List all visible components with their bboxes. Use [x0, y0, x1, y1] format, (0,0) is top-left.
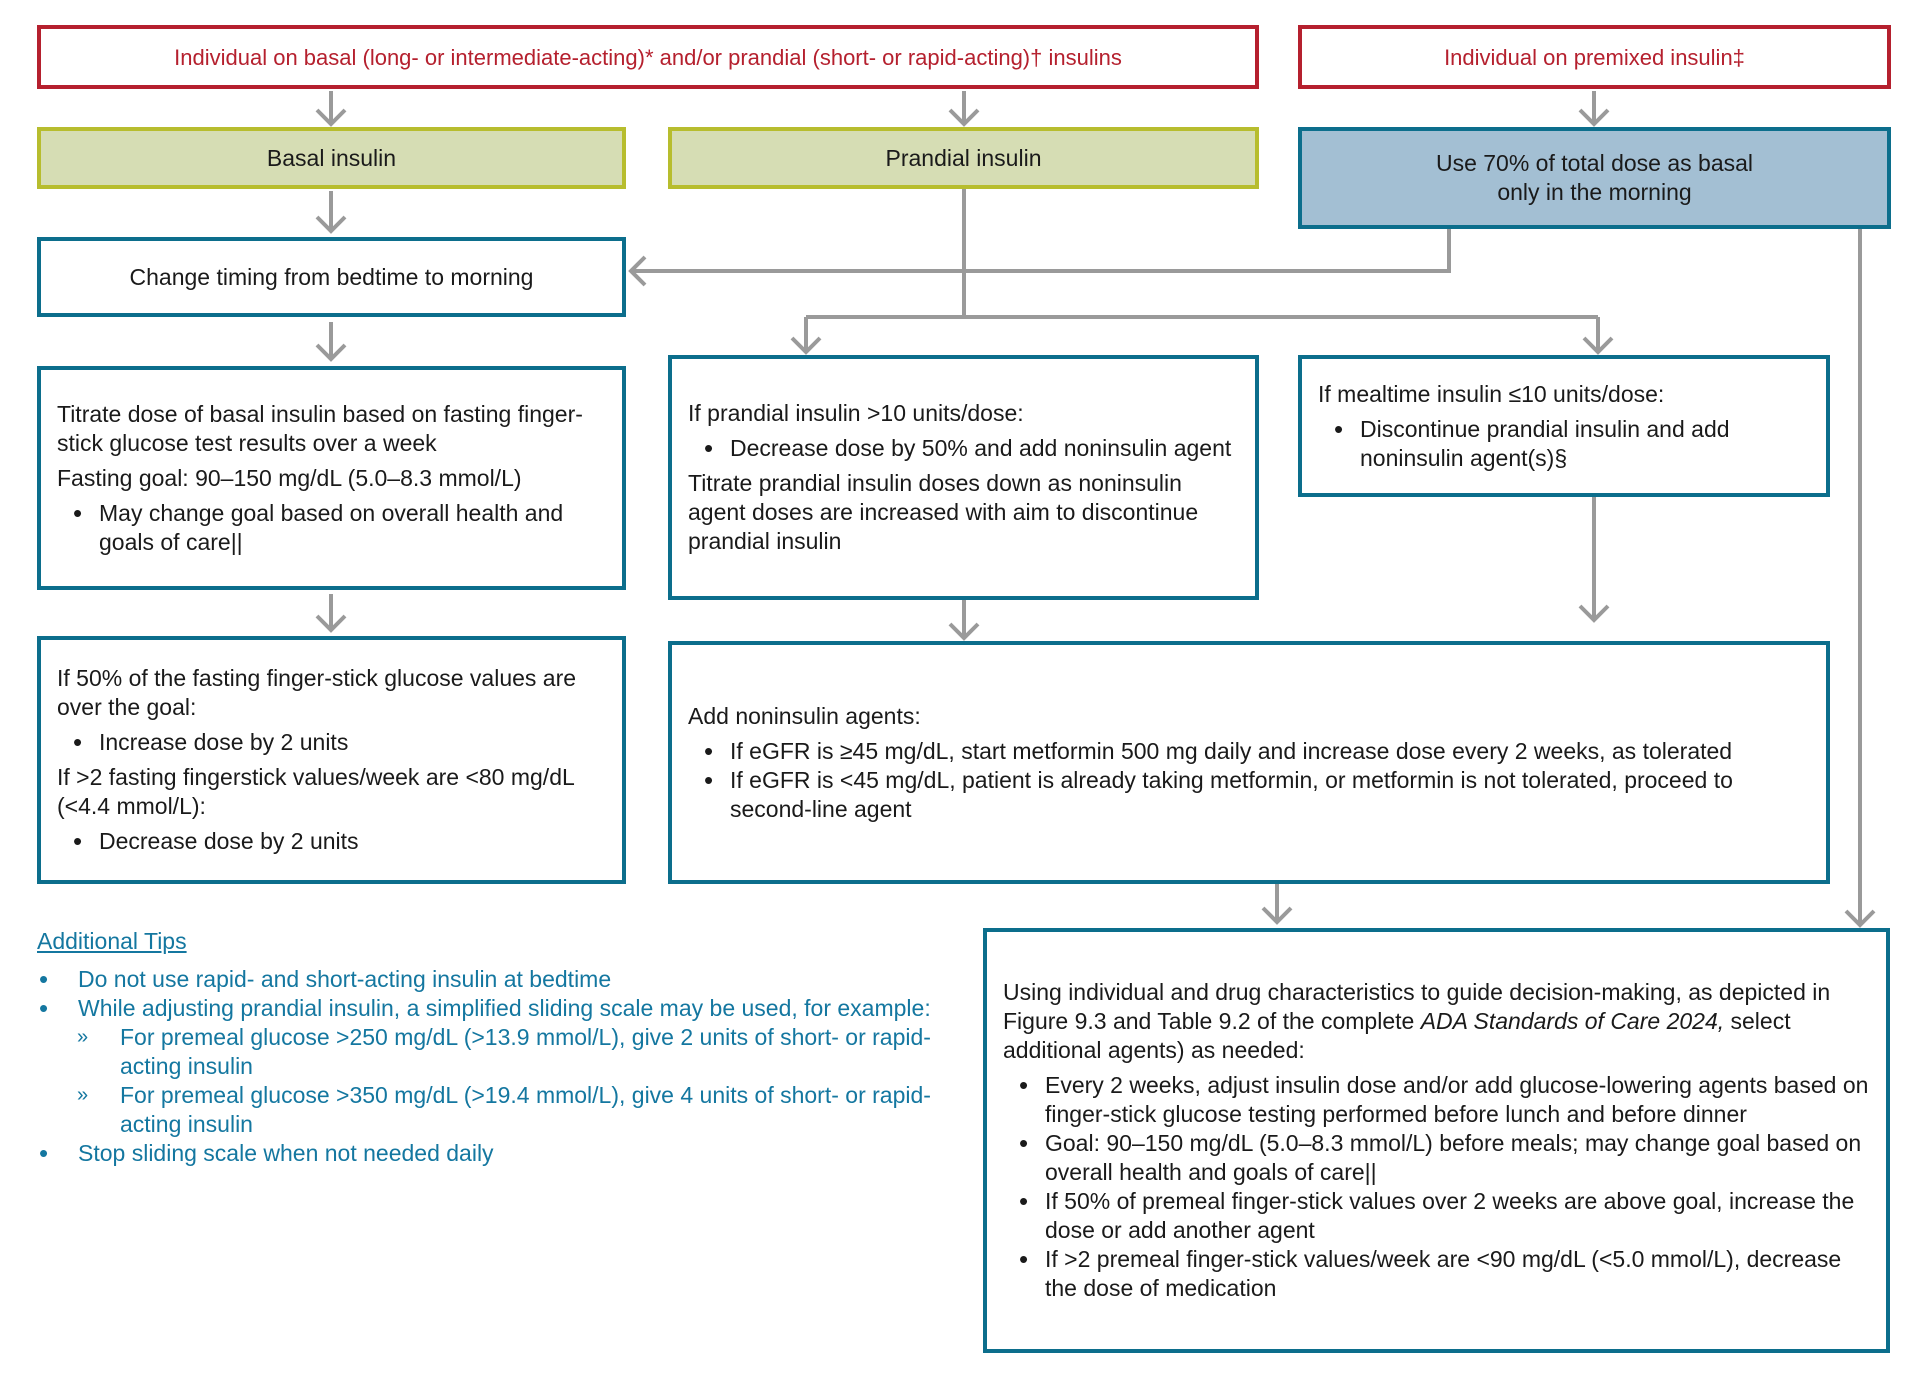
header-premixed: Individual on premixed insulin‡ [1298, 25, 1891, 89]
noninsulin-bullet2: If eGFR is <45 mg/dL, patient is already… [688, 766, 1810, 824]
arrow-noninsulin-to-final [1261, 884, 1293, 925]
premixed-dose-line2: only in the morning [1497, 179, 1692, 205]
noninsulin-bullet1: If eGFR is ≥45 mg/dL, start metformin 50… [688, 737, 1810, 766]
titrate-line1: Titrate dose of basal insulin based on f… [57, 400, 583, 456]
timing-text: Change timing from bedtime to morning [129, 263, 534, 290]
arrow-header-to-prandial [948, 91, 980, 127]
basal-insulin-label: Basal insulin [266, 144, 397, 171]
arrow-header-to-premixed [1578, 91, 1610, 127]
final-bullet-2: Goal: 90–150 mg/dL (5.0–8.3 mmol/L) befo… [1003, 1129, 1872, 1187]
mealtime-box: If mealtime insulin ≤10 units/dose: Disc… [1298, 355, 1830, 497]
final-intro-a: Using individual and drug characteristic… [1003, 979, 1831, 1034]
tip-sub-1: For premeal glucose >250 mg/dL (>13.9 mm… [37, 1023, 937, 1081]
header-basal-prandial-text: Individual on basal (long- or intermedia… [174, 44, 1122, 70]
fasting-line1: If 50% of the fasting finger-stick gluco… [57, 665, 577, 720]
final-intro-italic: ADA Standards of Care 2024, [1420, 1008, 1725, 1034]
titrate-bullet: May change goal based on overall health … [57, 499, 606, 557]
fasting-line2: If >2 fasting fingerstick values/week ar… [57, 764, 574, 819]
arrow-titrate-to-fasting [315, 594, 347, 633]
premixed-dose-box: Use 70% of total dose as basal only in t… [1298, 127, 1891, 229]
mealtime-bullet: Discontinue prandial insulin and add non… [1318, 415, 1810, 473]
tip-bullet-1: Do not use rapid- and short-acting insul… [37, 965, 937, 994]
fasting-bullet2: Decrease dose by 2 units [57, 827, 606, 856]
arrow-premixed-to-final [1844, 229, 1876, 928]
arrow-header-to-basal [315, 91, 347, 127]
mealtime-title: If mealtime insulin ≤10 units/dose: [1318, 380, 1665, 407]
final-bullet-4: If >2 premeal finger-stick values/week a… [1003, 1245, 1872, 1303]
arrow-split-to-prandial-high [790, 317, 822, 355]
header-basal-prandial: Individual on basal (long- or intermedia… [37, 25, 1259, 89]
prandial-insulin-label: Prandial insulin [885, 144, 1042, 171]
prandial-high-box: If prandial insulin >10 units/dose: Decr… [668, 355, 1259, 600]
prandial-high-title: If prandial insulin >10 units/dose: [688, 400, 1024, 426]
arrow-split-to-mealtime [1582, 317, 1614, 355]
arrow-premixed-to-timing [628, 229, 1451, 287]
final-intro: Using individual and drug characteristic… [1003, 978, 1872, 1065]
arrow-prandial-high-to-noninsulin [948, 600, 980, 641]
fasting-bullet1: Increase dose by 2 units [57, 728, 606, 757]
prandial-insulin-box: Prandial insulin [668, 127, 1259, 189]
tip-sub-2: For premeal glucose >350 mg/dL (>19.4 mm… [37, 1081, 937, 1139]
fasting-adjust-box: If 50% of the fasting finger-stick gluco… [37, 636, 626, 884]
timing-box: Change timing from bedtime to morning [37, 237, 626, 317]
final-bullet-3: If 50% of premeal finger-stick values ov… [1003, 1187, 1872, 1245]
noninsulin-title: Add noninsulin agents: [688, 702, 921, 729]
premixed-dose-line1: Use 70% of total dose as basal [1435, 150, 1754, 176]
tip-bullet-2: While adjusting prandial insulin, a simp… [37, 994, 937, 1023]
arrow-basal-to-timing [315, 191, 347, 234]
header-premixed-text: Individual on premixed insulin‡ [1444, 44, 1745, 70]
final-bullet-1: Every 2 weeks, adjust insulin dose and/o… [1003, 1071, 1872, 1129]
basal-insulin-box: Basal insulin [37, 127, 626, 189]
final-intro-b: select additional agents) as needed: [1003, 1008, 1791, 1063]
arrow-mealtime-to-noninsulin [1578, 497, 1610, 623]
tips-heading: Additional Tips [37, 928, 187, 954]
prandial-high-line2: Titrate prandial insulin doses down as n… [688, 470, 1199, 554]
prandial-high-bullet: Decrease dose by 50% and add noninsulin … [688, 434, 1239, 463]
tip-bullet-3: Stop sliding scale when not needed daily [37, 1139, 937, 1168]
arrow-timing-to-titrate [315, 322, 347, 362]
titrate-basal-box: Titrate dose of basal insulin based on f… [37, 366, 626, 590]
final-agents-box: Using individual and drug characteristic… [983, 928, 1890, 1353]
arrow-prandial-split [806, 189, 1598, 319]
noninsulin-box: Add noninsulin agents: If eGFR is ≥45 mg… [668, 641, 1830, 884]
fasting-goal: Fasting goal: 90–150 mg/dL (5.0–8.3 mmol… [57, 464, 522, 491]
additional-tips: Additional Tips Do not use rapid- and sh… [37, 927, 937, 1168]
